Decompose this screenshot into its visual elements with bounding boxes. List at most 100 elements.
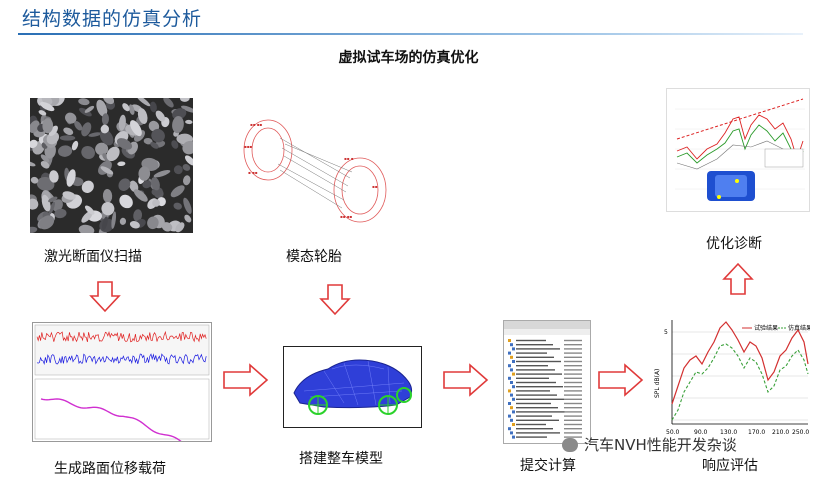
gravel-stone — [149, 101, 157, 113]
tree-node-value — [564, 339, 582, 342]
svg-text:▪▪ ▪▪: ▪▪ ▪▪ — [340, 214, 352, 219]
gravel-stone — [30, 161, 36, 167]
gravel-stone — [117, 161, 126, 167]
gravel-stone — [106, 146, 120, 162]
gravel-stone — [48, 201, 55, 215]
x-tick-5: 210.0 — [772, 429, 789, 436]
tree-node-icon — [510, 418, 513, 422]
gravel-stone — [130, 120, 142, 137]
tree-node-icon — [512, 423, 515, 426]
tree-node-value — [564, 428, 582, 430]
software-tree-image — [503, 320, 591, 444]
gravel-stone — [88, 132, 102, 137]
arrow-right-2 — [442, 362, 490, 398]
gravel-stone — [48, 125, 58, 136]
road-signal-trace — [36, 330, 207, 343]
wechat-icon — [562, 438, 578, 452]
tree-node-icon — [510, 343, 513, 347]
arrow-down-middle — [318, 283, 352, 317]
gravel-stone — [116, 138, 133, 150]
arrow-up-right — [721, 262, 755, 296]
tree-node-value — [564, 365, 582, 367]
tree-node-text — [516, 432, 560, 434]
tree-node-text — [516, 381, 556, 384]
tree-node-value — [564, 398, 582, 400]
vehicle-model-label: 搭建整车模型 — [299, 451, 383, 467]
tree-node-text — [516, 348, 560, 350]
gravel-stone — [143, 137, 153, 145]
tree-node-value — [564, 390, 582, 392]
gravel-stone — [74, 120, 83, 131]
gravel-stone — [81, 146, 95, 159]
gravel-stone — [30, 226, 38, 233]
gravel-stone — [151, 177, 160, 191]
tree-node-value — [564, 402, 582, 405]
gravel-stone — [84, 205, 95, 215]
gravel-stone — [101, 113, 109, 126]
tree-node-text — [516, 339, 546, 342]
gravel-stone — [99, 129, 114, 146]
road-signal-trace — [36, 353, 207, 366]
gravel-stone — [66, 169, 76, 187]
gravel-stone — [175, 222, 185, 233]
gravel-stone — [153, 169, 171, 178]
gravel-stone — [36, 176, 55, 191]
tree-node-icon — [512, 385, 515, 389]
gravel-stone — [133, 209, 143, 222]
tree-node-icon — [510, 381, 513, 384]
gravel-stone — [30, 139, 38, 149]
road-load-label: 生成路面位移载荷 — [54, 461, 166, 477]
gravel-stone — [103, 98, 115, 105]
gravel-stone — [172, 116, 184, 134]
tree-node-value — [564, 386, 582, 388]
gravel-stone — [63, 127, 74, 135]
tree-node-value — [564, 415, 582, 417]
gravel-stone — [163, 98, 174, 108]
gravel-stone — [38, 110, 47, 116]
legend-test: 试验结果 — [754, 324, 778, 332]
gravel-stone — [100, 124, 109, 134]
gravel-stone — [49, 170, 59, 183]
watermark: 汽车NVH性能开发杂谈 — [562, 434, 737, 455]
gravel-stone — [42, 118, 54, 134]
gravel-stone — [172, 108, 187, 120]
optimization-label: 优化诊断 — [706, 236, 762, 252]
gravel-stone — [59, 135, 76, 141]
x-tick-1: 50.0 — [666, 429, 680, 436]
tree-node-icon — [508, 339, 511, 342]
modal-tire-image: ▪▪ ▪▪▪▪▪▪ ▪▪ ▪▪ ▪▪▪▪▪ ▪▪ — [240, 108, 390, 228]
gravel-stone — [96, 99, 108, 117]
y-axis-label: SPL dB(A) — [654, 369, 661, 398]
gravel-stone — [102, 216, 108, 231]
gravel-stone — [40, 161, 50, 169]
gravel-stone — [39, 215, 55, 230]
svg-text:▪▪: ▪▪ — [372, 184, 378, 189]
gravel-stone — [118, 114, 126, 131]
tree-node-text — [516, 398, 564, 400]
tree-node-icon — [508, 389, 511, 393]
gravel-stone — [133, 189, 148, 202]
gravel-stone — [173, 202, 182, 210]
gravel-stone — [137, 108, 148, 124]
tree-node-icon — [508, 427, 511, 431]
legend-sim: 仿真结果 — [788, 324, 810, 332]
gravel-stone — [100, 166, 114, 175]
tree-node-text — [516, 386, 563, 388]
laser-scan-label: 激光断面仪扫描 — [44, 249, 142, 265]
gravel-stone — [52, 199, 63, 212]
arrow-right-3 — [597, 362, 645, 398]
x-tick-6: 250.0 — [792, 429, 809, 436]
diagram-subtitle: 虚拟试车场的仿真优化 — [338, 50, 479, 66]
svg-text:▪▪▪: ▪▪▪ — [244, 144, 252, 149]
gravel-stone — [183, 197, 192, 214]
tree-node-icon — [510, 355, 513, 359]
tree-node-icon — [512, 360, 515, 363]
gravel-stone — [81, 122, 92, 137]
gravel-stone — [128, 104, 135, 115]
tree-node-text — [516, 369, 555, 371]
tree-node-icon — [512, 372, 515, 376]
gravel-stone — [62, 191, 76, 200]
gravel-stone — [179, 98, 190, 102]
gravel-stone — [147, 216, 159, 230]
tree-node-value — [564, 419, 582, 421]
